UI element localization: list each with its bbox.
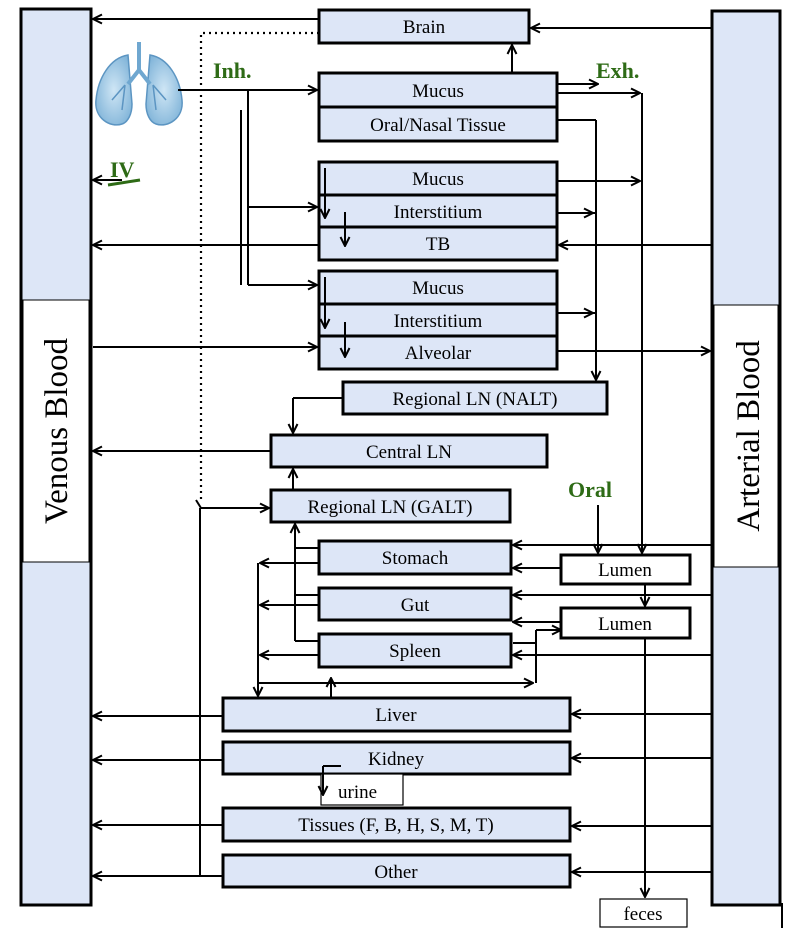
stomach-box: Stomach xyxy=(317,539,513,576)
lymph-arrows xyxy=(199,397,343,877)
alveolar-mucus-label: Mucus xyxy=(412,278,464,299)
alveolar-label: Alveolar xyxy=(405,343,472,364)
alveolar-mucus-box: Mucus xyxy=(317,269,559,306)
central-ln-box: Central LN xyxy=(269,433,549,469)
regional-ln-nalt-label: Regional LN (NALT) xyxy=(393,389,558,410)
brain-dotted-path xyxy=(199,31,319,500)
tb-box: TB xyxy=(317,225,559,262)
stomach-lumen-label: Lumen xyxy=(598,560,652,581)
route-iv: IV xyxy=(110,157,135,182)
venous-blood-column: Venous Blood xyxy=(19,7,93,907)
venous-blood-label: Venous Blood xyxy=(39,337,75,524)
clearance-arrows xyxy=(325,119,596,380)
brain-box: Brain xyxy=(317,8,531,45)
arterial-blood-label: Arterial Blood xyxy=(731,340,767,532)
stomach-lumen-box: Lumen xyxy=(559,553,692,586)
tissues-box: Tissues (F, B, H, S, M, T) xyxy=(221,806,572,843)
feces-label: feces xyxy=(623,904,662,925)
other-label: Other xyxy=(374,862,418,883)
spleen-label: Spleen xyxy=(389,641,441,662)
lungs-icon xyxy=(95,42,183,126)
gut-label: Gut xyxy=(401,595,430,616)
tb-mucus-label: Mucus xyxy=(412,169,464,190)
oral-nasal-tissue-box: Oral/Nasal Tissue xyxy=(317,105,559,143)
alveolar-interstitium-label: Interstitium xyxy=(394,311,483,332)
gut-box: Gut xyxy=(317,586,513,622)
alveolar-interstitium-box: Interstitium xyxy=(317,302,559,338)
stomach-label: Stomach xyxy=(382,548,449,569)
regional-ln-nalt-box: Regional LN (NALT) xyxy=(341,380,609,416)
route-exhalation: Exh. xyxy=(596,58,639,83)
tissues-label: Tissues (F, B, H, S, M, T) xyxy=(298,815,493,836)
central-ln-label: Central LN xyxy=(366,442,452,463)
urine-label: urine xyxy=(338,782,377,803)
nasal-mucus-label: Mucus xyxy=(412,81,464,102)
regional-ln-galt-label: Regional LN (GALT) xyxy=(308,497,473,518)
urine-arrow xyxy=(323,765,341,795)
tb-label: TB xyxy=(426,234,450,255)
nasal-mucus-box: Mucus xyxy=(317,71,559,109)
arterial-blood-column: Arterial Blood xyxy=(710,9,782,907)
alveolar-box: Alveolar xyxy=(317,334,559,371)
gut-lumen-box: Lumen xyxy=(559,606,692,640)
arterial-supply-arrows xyxy=(513,28,712,872)
inhalation-arrows xyxy=(178,90,317,285)
regional-ln-galt-box: Regional LN (GALT) xyxy=(269,488,512,524)
tb-mucus-box: Mucus xyxy=(317,160,559,197)
spleen-box: Spleen xyxy=(317,632,513,669)
route-inhalation: Inh. xyxy=(213,58,252,83)
kidney-label: Kidney xyxy=(368,749,424,770)
gi-arrows xyxy=(258,505,645,897)
liver-label: Liver xyxy=(375,705,417,726)
urine-box: urine xyxy=(320,773,404,806)
oral-nasal-tissue-label: Oral/Nasal Tissue xyxy=(370,115,506,136)
tb-interstitium-box: Interstitium xyxy=(317,193,559,229)
route-oral: Oral xyxy=(568,477,612,502)
liver-box: Liver xyxy=(221,696,572,733)
tb-interstitium-label: Interstitium xyxy=(394,202,483,223)
kidney-box: Kidney xyxy=(221,740,572,776)
feces-box: feces xyxy=(599,898,688,928)
exhalation-arrows xyxy=(512,44,642,553)
gut-lumen-label: Lumen xyxy=(598,614,652,635)
brain-label: Brain xyxy=(403,17,446,38)
other-box: Other xyxy=(221,853,572,889)
